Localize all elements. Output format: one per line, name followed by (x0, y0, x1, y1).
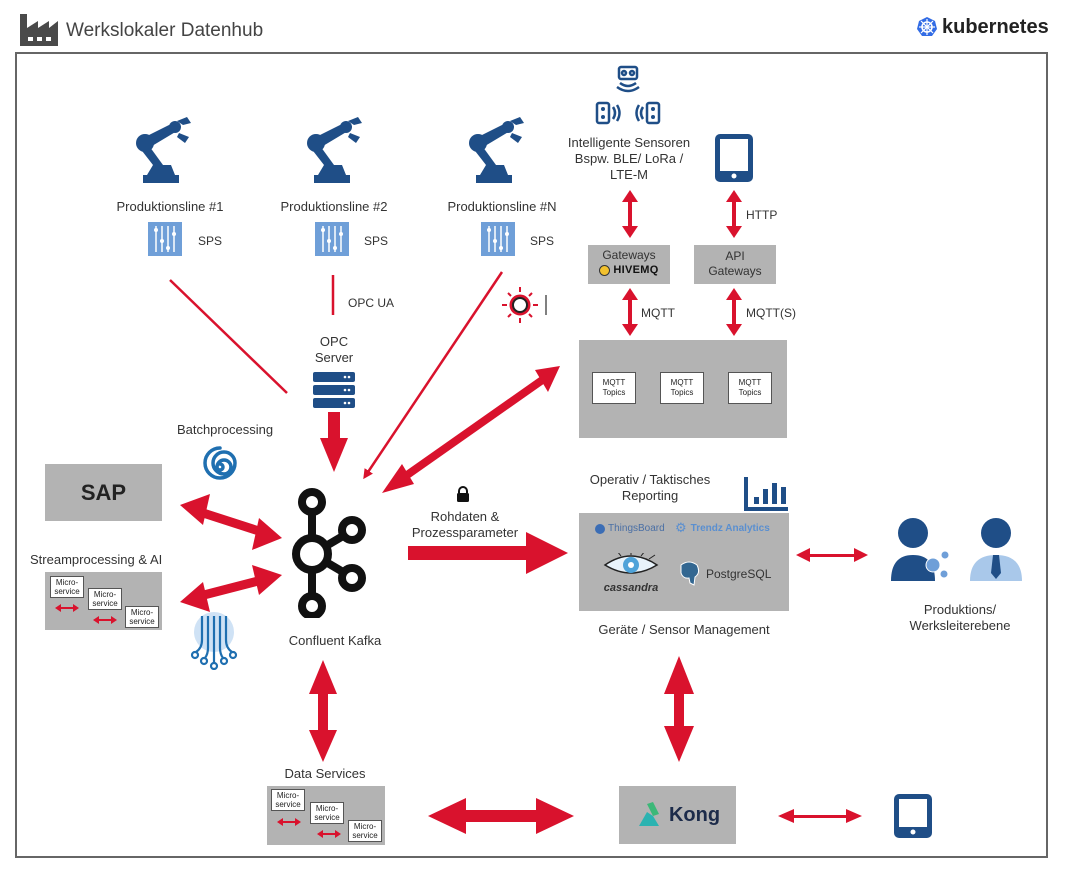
thingsboard-logo: ThingsBoard (595, 523, 665, 534)
management-level-label: Produktions/ Werksleiterebene (880, 602, 1040, 634)
manager-user-icon (966, 515, 1026, 590)
device-management-label: Geräte / Sensor Management (598, 622, 770, 637)
hivemq-bee-icon (599, 264, 611, 276)
data-services-label: Data Services (284, 766, 366, 781)
opc-server-label-line2: Server (314, 350, 354, 365)
gear-icon: ⚙ (675, 520, 687, 535)
diagram-frame (15, 52, 1048, 858)
microservice-box: Micro- service (271, 789, 305, 811)
robot-arm-icon (307, 117, 362, 183)
smart-sensors-label: Intelligente Sensoren Bspw. BLE/ LoRa / … (550, 135, 708, 183)
microservice-box: Micro- service (348, 820, 382, 842)
batchprocessing-label: Batchprocessing (176, 422, 274, 437)
kubernetes-icon (916, 16, 938, 38)
smart-sensor-icon (593, 65, 663, 132)
kubernetes-logo-text: kubernetes (942, 16, 1049, 38)
postgresql-label: PostgreSQL (706, 567, 772, 581)
management-level-label-line2: Werksleiterebene (909, 618, 1011, 633)
factory-icon (18, 12, 60, 46)
server-icon (313, 372, 355, 413)
opc-server-label: OPC Server (304, 334, 364, 366)
opc-server-label-line1: OPC (319, 334, 349, 349)
mqtt-topic-line1: MQTT (602, 378, 626, 387)
diagram-title: Werkslokaler Datenhub (66, 20, 264, 41)
production-line-label: Produktionsline #2 (280, 199, 388, 214)
reporting-platform-box: ThingsBoard ⚙ Trendz Analytics cassandra… (579, 513, 789, 611)
trendz-logo: ⚙ Trendz Analytics (675, 520, 770, 535)
tablet-icon (713, 132, 755, 189)
elephant-icon (680, 561, 700, 586)
http-label: HTTP (746, 208, 778, 222)
smart-sensors-label-line1: Intelligente Sensoren (567, 135, 691, 150)
sps-controller-icon (315, 222, 349, 256)
kong-gateway-box[interactable]: Kong (619, 786, 736, 844)
sps-label: SPS (198, 234, 223, 248)
reporting-label-line1: Operativ / Taktisches (589, 472, 711, 487)
management-level-label-line1: Produktions/ (923, 602, 997, 617)
raw-data-label: Rohdaten & Prozessparameter (400, 509, 530, 541)
thingsboard-icon (595, 523, 605, 534)
microservice-box: Micro- service (125, 606, 159, 628)
thingsboard-label: ThingsBoard (608, 523, 665, 534)
hivemq-logo-text: HIVEMQ (613, 264, 659, 276)
production-line-label: Produktionsline #1 (116, 199, 224, 214)
tablet-icon-bottom (892, 792, 934, 845)
microservice-box: Micro- service (310, 802, 344, 824)
microservice-box: Micro- service (88, 588, 122, 610)
streamprocessing-label: Streamprocessing & AI (30, 552, 163, 567)
robot-arm-icon (136, 117, 191, 183)
postgresql-logo: PostgreSQL (677, 561, 771, 587)
sps-controller-icon (148, 222, 182, 256)
api-gateways-box: API Gateways (694, 245, 776, 284)
raw-data-label-line1: Rohdaten & (430, 509, 500, 524)
reporting-label-line2: Reporting (621, 488, 679, 503)
mqtt-topic-line1: MQTT (738, 378, 762, 387)
sps-label: SPS (364, 234, 389, 248)
gateways-label: Gateways (602, 248, 656, 262)
ai-circuit-icon (188, 612, 240, 675)
raw-data-label-line2: Prozessparameter (411, 525, 519, 540)
sensor-burst-icon (500, 285, 550, 330)
reporting-label: Operativ / Taktisches Reporting (570, 472, 730, 504)
data-services-box: Micro- service Micro- service Micro- ser… (267, 786, 385, 845)
mqtt-topic-line2: Topics (738, 388, 762, 397)
production-line-label: Produktionsline #N (447, 199, 557, 214)
api-gateways-label-line1: API (725, 249, 745, 263)
kafka-logo-icon (290, 488, 370, 623)
operator-user-icon (889, 515, 951, 590)
mqtt-topic-line2: Topics (602, 388, 626, 397)
kong-logo-icon (638, 802, 659, 826)
sap-box[interactable]: SAP (45, 464, 162, 521)
bar-chart-icon (744, 477, 788, 516)
kafka-label: Confluent Kafka (288, 633, 382, 648)
kong-label: Kong (668, 803, 721, 826)
cassandra-logo: cassandra (599, 550, 663, 594)
microservice-box: Micro- service (50, 576, 84, 598)
stream-microservices-box: Micro- service Micro- service Micro- ser… (45, 572, 162, 630)
sap-label: SAP (80, 479, 127, 505)
smart-sensors-label-line2: Bspw. BLE/ LoRa / (574, 151, 684, 166)
spiral-icon (195, 442, 245, 497)
mqtt-topic-line1: MQTT (670, 378, 694, 387)
robot-arm-icon (469, 117, 524, 183)
mqtt-label: MQTT (641, 306, 675, 320)
mqtts-label: MQTT(S) (746, 306, 796, 320)
mqtt-topic-line2: Topics (670, 388, 694, 397)
opc-ua-label: OPC UA (348, 296, 395, 310)
lock-icon (456, 486, 470, 507)
smart-sensors-label-line3: LTE-M (609, 167, 649, 182)
trendz-label: Trendz Analytics (690, 522, 770, 534)
api-gateways-label-line2: Gateways (708, 264, 762, 278)
sps-label: SPS (530, 234, 555, 248)
cassandra-label: cassandra (603, 582, 659, 594)
cassandra-eye-icon (603, 550, 659, 574)
sps-controller-icon (481, 222, 515, 256)
hivemq-gateway-box: Gateways HIVEMQ (588, 245, 670, 284)
